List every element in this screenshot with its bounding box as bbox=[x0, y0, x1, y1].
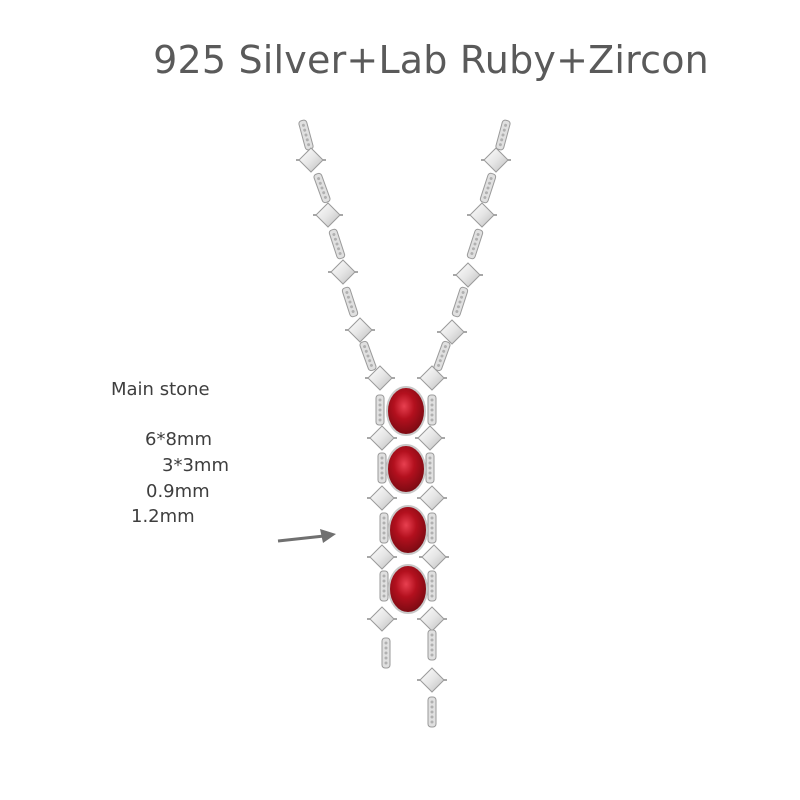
spec-chain-width: 1.2mm bbox=[131, 506, 195, 527]
spec-main-stone-size: 6*8mm bbox=[145, 429, 212, 450]
right-chain bbox=[432, 118, 512, 372]
product-title: 925 Silver+Lab Ruby+Zircon bbox=[153, 38, 709, 82]
left-chain bbox=[295, 118, 378, 372]
main-stone-label: Main stone bbox=[111, 379, 210, 400]
arrow-icon bbox=[277, 529, 336, 543]
spec-square-zircon-size: 3*3mm bbox=[162, 455, 229, 476]
pendant bbox=[364, 365, 450, 728]
spec-small-zircon-size: 0.9mm bbox=[146, 481, 210, 502]
